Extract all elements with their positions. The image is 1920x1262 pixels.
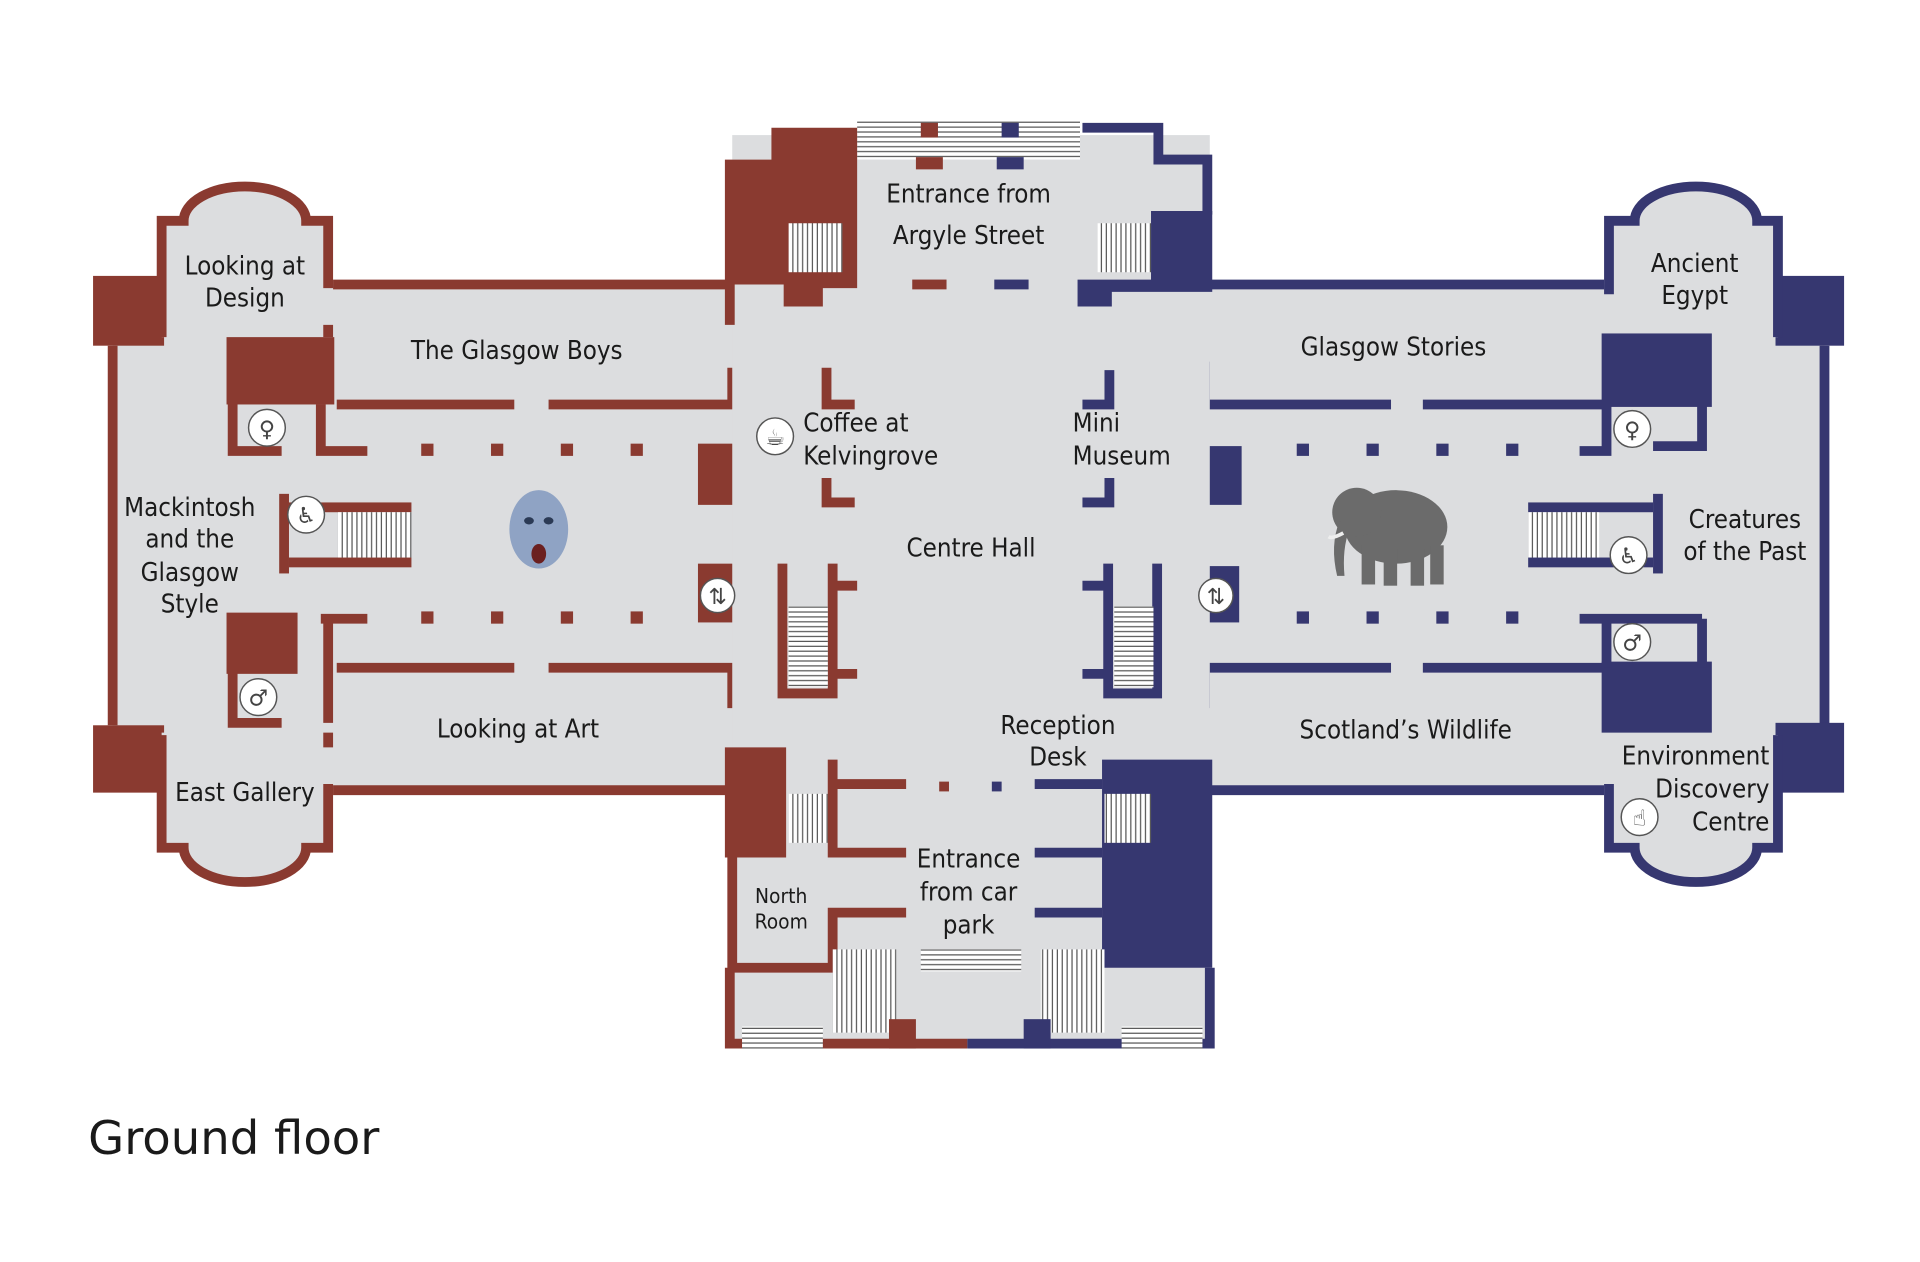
lift-icon: ⇅ [699, 577, 736, 614]
label-creatures: of the Past [1683, 537, 1806, 567]
columns-east [1296, 443, 1519, 624]
svg-text:⇅: ⇅ [1207, 585, 1225, 610]
room-ancient-egypt[interactable] [1608, 188, 1778, 338]
label-coffee: Coffee at [803, 408, 908, 438]
svg-text:♂: ♂ [248, 687, 268, 712]
stairs-argyle [857, 120, 1080, 160]
svg-text:♀: ♀ [1624, 419, 1640, 444]
label-entrance-argyle: Entrance from [886, 179, 1051, 209]
label-scotlands-wildlife: Scotland’s Wildlife [1300, 716, 1512, 746]
label-reception: Desk [1029, 743, 1087, 773]
label-north-room: North [755, 884, 807, 908]
label-looking-at-art: Looking at Art [437, 715, 599, 745]
label-mini-museum: Mini [1073, 408, 1120, 438]
label-ancient-egypt: Ancient [1651, 249, 1739, 279]
toilet-icon: ♂ [239, 678, 278, 717]
label-environment: Environment [1622, 741, 1770, 771]
label-mackintosh: Style [161, 590, 219, 620]
label-mackintosh: and the [145, 525, 234, 555]
label-reception: Reception [1000, 711, 1115, 741]
wheelchair-icon: ♿ [1609, 535, 1648, 575]
svg-text:♂: ♂ [1622, 632, 1642, 657]
elephant-exhibit[interactable] [1327, 487, 1448, 586]
centre-block [724, 120, 1215, 1049]
west-wing [93, 181, 739, 887]
svg-text:♀: ♀ [259, 417, 275, 442]
svg-text:☝: ☝ [1633, 807, 1646, 832]
toilet-icon: ♂ [1613, 622, 1652, 662]
label-entrance-argyle: Argyle Street [893, 221, 1044, 251]
columns [421, 443, 643, 624]
floor-title: Ground floor [88, 1111, 380, 1165]
label-centre-hall: Centre Hall [907, 533, 1036, 563]
head-sculpture-exhibit[interactable] [509, 490, 569, 569]
label-looking-at-design: Looking at [185, 252, 305, 282]
label-environment: Discovery [1655, 775, 1769, 805]
toilet-icon: ♀ [1613, 409, 1652, 449]
label-looking-at-design: Design [205, 284, 285, 314]
label-coffee: Kelvingrove [803, 441, 938, 471]
label-mackintosh: Mackintosh [124, 493, 255, 523]
room-east-gallery[interactable] [161, 732, 329, 880]
room-environment-discovery-centre[interactable] [1608, 735, 1778, 880]
hand-icon: ☝ [1620, 798, 1659, 837]
toilet-icon: ♀ [247, 408, 287, 447]
label-north-room: Room [755, 910, 808, 934]
label-environment: Centre [1692, 808, 1769, 838]
label-glasgow-stories: Glasgow Stories [1301, 332, 1487, 362]
stairs-west [337, 512, 412, 558]
label-east-gallery: East Gallery [175, 778, 315, 808]
svg-text:☕: ☕ [765, 426, 785, 451]
wheelchair-icon: ♿ [287, 495, 326, 534]
label-entrance-car-park: Entrance [917, 844, 1021, 874]
label-glasgow-boys: The Glasgow Boys [410, 336, 623, 366]
label-entrance-car-park: park [943, 910, 995, 940]
label-creatures: Creatures [1689, 505, 1801, 535]
room-looking-at-design[interactable] [161, 188, 329, 338]
stairs-east [1528, 512, 1600, 558]
room-labels: Looking at Design The Glasgow Boys Macki… [124, 179, 1806, 940]
label-mini-museum: Museum [1073, 441, 1171, 471]
lift-icon: ⇅ [1198, 577, 1234, 614]
coffee-cup-icon: ☕ [756, 417, 795, 456]
label-ancient-egypt: Egypt [1661, 281, 1728, 311]
label-mackintosh: Glasgow [141, 558, 239, 588]
label-entrance-car-park: from car [920, 877, 1018, 907]
svg-text:♿: ♿ [296, 504, 316, 529]
svg-text:♿: ♿ [1619, 545, 1639, 570]
svg-text:⇅: ⇅ [708, 585, 726, 610]
